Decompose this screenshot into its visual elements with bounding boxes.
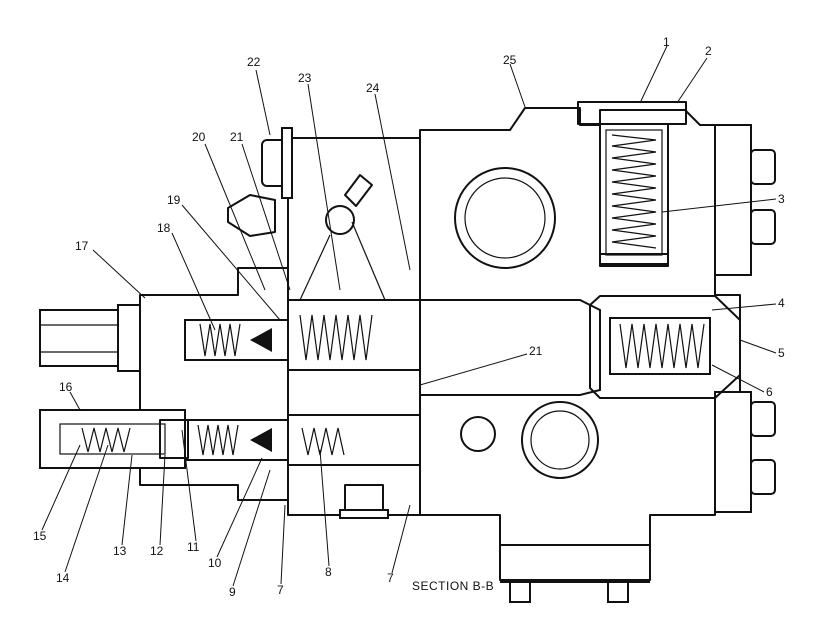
hex-fitting (39, 304, 141, 372)
callout-19: 19 (167, 193, 181, 207)
section-caption: SECTION B-B (412, 579, 494, 593)
upper-port-bore (454, 167, 556, 269)
check-ball (325, 205, 355, 235)
callout-1: 1 (663, 35, 670, 49)
top-bolts (227, 127, 293, 237)
callout-4: 4 (778, 296, 785, 310)
leader-lines (41, 45, 777, 587)
callout-7-right: 7 (387, 571, 394, 585)
top-relief-cartridge (577, 101, 687, 267)
callout-12: 12 (150, 544, 164, 558)
callout-24: 24 (366, 81, 380, 95)
callout-15: 15 (33, 529, 47, 543)
callout-2: 2 (705, 44, 712, 58)
cartridge-spring (611, 134, 657, 249)
end-cap-spring (619, 323, 705, 369)
callout-17: 17 (75, 239, 89, 253)
callout-16: 16 (59, 380, 73, 394)
small-port-bore (460, 416, 496, 452)
lower-relief-cartridge (39, 409, 189, 469)
callout-11: 11 (187, 540, 200, 554)
callout-13: 13 (113, 544, 127, 558)
callout-3: 3 (778, 192, 785, 206)
right-bolts (714, 124, 776, 513)
callout-23: 23 (298, 71, 312, 85)
middle-body (287, 137, 421, 519)
callout-6: 6 (766, 385, 773, 399)
lower-spool-spring (301, 427, 345, 456)
upper-spool-spring (299, 314, 373, 361)
callout-20: 20 (192, 130, 206, 144)
callout-18: 18 (157, 221, 171, 235)
callout-7-left: 7 (277, 583, 284, 597)
callout-22: 22 (247, 55, 261, 69)
callout-8: 8 (325, 565, 332, 579)
main-housing (419, 107, 741, 603)
callout-21-top: 21 (230, 130, 244, 144)
right-end-cap (589, 295, 741, 399)
callout-5: 5 (778, 346, 785, 360)
lower-port-bore (521, 401, 599, 479)
left-block (139, 267, 289, 501)
callout-25: 25 (503, 53, 517, 67)
callout-21-mid: 21 (529, 344, 543, 358)
callout-10: 10 (208, 556, 222, 570)
callout-labels: 1 2 3 4 5 6 7 7 8 9 10 11 12 13 14 15 16… (33, 35, 785, 599)
callout-9: 9 (229, 585, 236, 599)
callout-14: 14 (56, 571, 70, 585)
